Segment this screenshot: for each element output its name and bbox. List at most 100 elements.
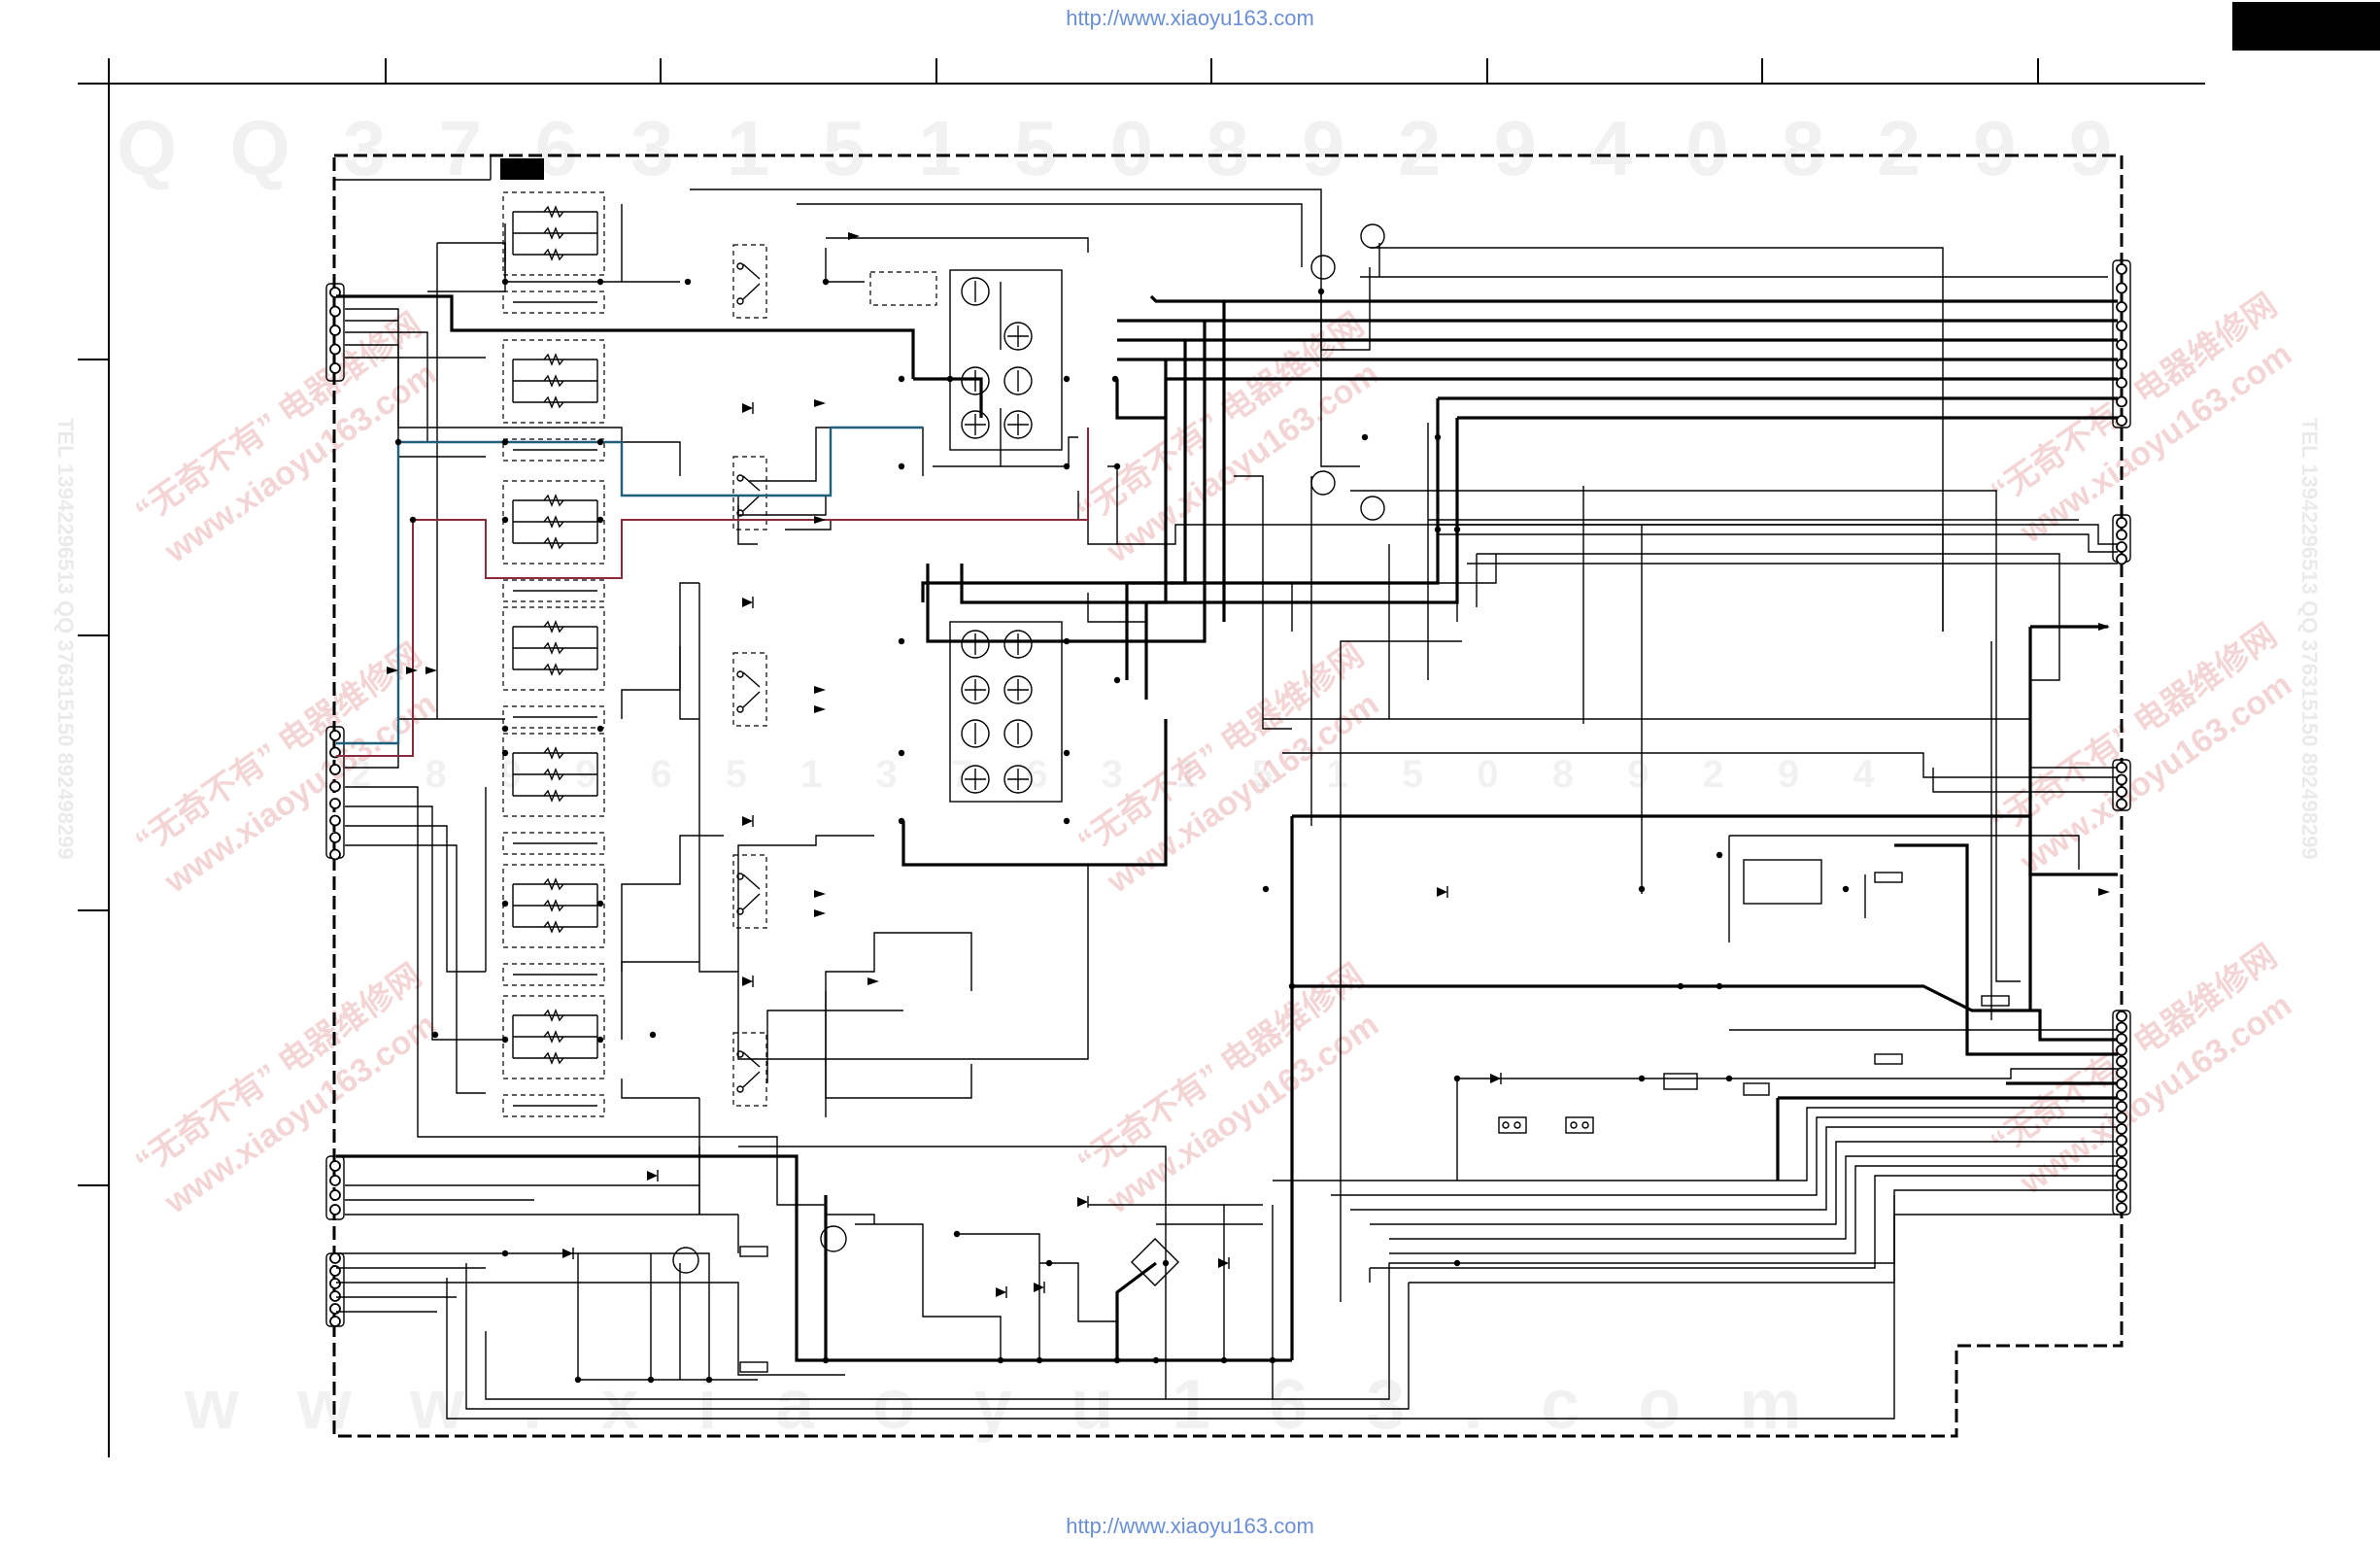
connector-pin — [2116, 282, 2127, 294]
resistor-symbol — [543, 641, 564, 655]
resistor-symbol — [543, 768, 564, 781]
connector-pin — [2116, 1078, 2127, 1090]
coil-symbol — [543, 877, 564, 891]
junction-dot — [1063, 637, 1071, 645]
connector-pin — [329, 343, 341, 356]
junction-dot — [501, 1036, 509, 1044]
junction-dot — [1453, 1259, 1461, 1267]
junction-dot — [574, 1376, 582, 1384]
connector-pin — [2116, 773, 2127, 786]
resistor-symbol — [543, 374, 564, 388]
relay-box — [732, 652, 767, 727]
resistor-symbol — [543, 1051, 564, 1065]
junction-dot — [1063, 817, 1071, 825]
connector-pin — [2116, 1100, 2127, 1113]
connector-pin — [329, 362, 341, 374]
junction-dot — [1638, 1075, 1646, 1082]
watermark-side-left: TEL 13942296513 QQ 376315150 892498299 — [53, 418, 78, 860]
diode-symbol — [1437, 887, 1447, 897]
junction-dot — [1725, 1075, 1733, 1082]
arrow-head — [2098, 623, 2110, 631]
junction-dot — [1111, 375, 1119, 383]
resistor-block — [502, 995, 605, 1079]
connector-pin — [329, 1175, 341, 1186]
relay-contact — [736, 262, 744, 270]
junction-dot — [596, 438, 604, 446]
amplifier-block-top — [869, 269, 1063, 451]
arrow-head — [814, 909, 826, 917]
junction-dot — [898, 749, 905, 757]
junction-dot — [997, 1356, 1004, 1364]
arrow-head — [814, 705, 826, 713]
connector-pin — [2116, 1202, 2127, 1215]
coil-symbol — [543, 494, 564, 507]
diodes — [562, 402, 1502, 1298]
relay-contact — [736, 705, 744, 713]
connector-pin — [2116, 517, 2127, 529]
connector-pin — [329, 325, 341, 336]
coil-symbol — [543, 353, 564, 366]
junction-dot — [501, 278, 509, 286]
watermark-side-right: TEL 13942296513 QQ 376315150 892498299 — [2297, 418, 2322, 860]
resistor-symbol — [543, 536, 564, 550]
junction-dot — [501, 438, 509, 446]
junction-dot — [898, 637, 905, 645]
junction-dot — [394, 438, 402, 446]
connector-pin — [2116, 358, 2127, 370]
junction-dot — [1842, 885, 1850, 893]
connector-pin — [2116, 541, 2127, 553]
relay-arm — [742, 893, 761, 910]
connector-pin — [329, 1316, 341, 1327]
connector-pin — [329, 1204, 341, 1216]
watermark-layer: Q Q 3 7 6 3 1 5 1 5 0 8 9 2 9 4 0 8 2 9 … — [53, 105, 2322, 1444]
relay-arm — [742, 475, 761, 492]
relay-arm — [742, 495, 761, 512]
junction-dot — [596, 278, 604, 286]
relay-arm — [742, 263, 761, 280]
relay-switches — [732, 244, 767, 1107]
resistor-symbol — [543, 226, 564, 240]
resistor-block — [502, 191, 605, 276]
connector-left-3 — [325, 1155, 345, 1220]
source-url-bottom[interactable]: http://www.xiaoyu163.com — [1066, 1514, 1314, 1538]
arrow-head — [867, 977, 879, 985]
junction-dot — [596, 900, 604, 907]
junction-dot — [647, 1376, 655, 1384]
arrow-head — [814, 516, 826, 524]
regulator-ics — [739, 859, 2010, 1373]
connector-pin — [329, 848, 341, 861]
connector-pin — [329, 1252, 341, 1264]
junction-dot — [501, 749, 509, 757]
relay-arm — [742, 873, 761, 890]
wiring-red — [336, 428, 1089, 757]
connector-pin — [2116, 786, 2127, 798]
diode-symbol — [996, 1287, 1006, 1297]
coil-symbol — [543, 746, 564, 760]
connector-pin — [2116, 339, 2127, 351]
junction-dot — [1434, 433, 1442, 441]
resistor-block — [502, 606, 605, 691]
junction-dot — [1063, 749, 1071, 757]
connector-pin — [329, 305, 341, 318]
connector-pin — [2116, 1010, 2127, 1022]
source-url-top[interactable]: http://www.xiaoyu163.com — [1066, 6, 1314, 30]
connector-pin — [2116, 1134, 2127, 1147]
relay-box — [732, 1032, 767, 1107]
connector-pin — [2116, 798, 2127, 810]
resistor-symbol — [543, 920, 564, 934]
junction-dot — [1288, 982, 1296, 990]
junction-dot — [953, 1230, 961, 1238]
connector-pin — [2116, 263, 2127, 275]
connector-pin — [2116, 1067, 2127, 1079]
connector-pin — [2116, 1089, 2127, 1102]
junction-dot — [684, 278, 692, 286]
arrow-head — [2098, 888, 2110, 896]
junction-dot — [1152, 1356, 1160, 1364]
connector-pin — [2116, 1156, 2127, 1169]
junction-dot — [596, 725, 604, 733]
connector-pin — [329, 1278, 341, 1289]
relay-box — [732, 244, 767, 319]
connector-pin — [2116, 1044, 2127, 1056]
resistor-symbol — [543, 395, 564, 409]
resistor-symbol — [543, 248, 564, 261]
